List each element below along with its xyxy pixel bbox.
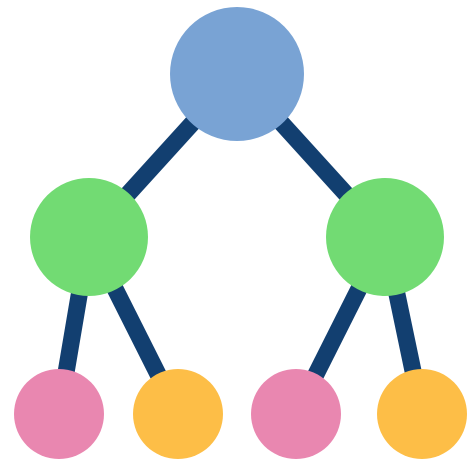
tree-nodes [14, 7, 467, 459]
node-left-leaf-2 [133, 369, 223, 459]
node-right-leaf-1 [251, 369, 341, 459]
node-left-leaf-1 [14, 369, 104, 459]
node-root [170, 7, 304, 141]
node-left-child [30, 178, 148, 296]
node-right-leaf-2 [377, 369, 467, 459]
node-right-child [326, 178, 444, 296]
